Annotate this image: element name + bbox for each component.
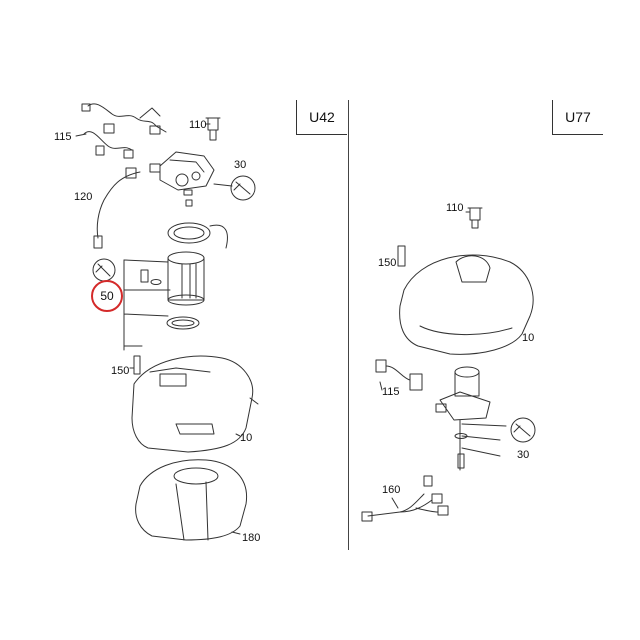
locking-ring[interactable] [167,222,211,244]
label-110-left[interactable]: 110 [189,119,207,131]
label-110-right[interactable]: 110 [446,202,464,214]
fuel-pump[interactable] [167,251,205,306]
cable-120[interactable] [93,167,141,249]
wiring-harness-160[interactable] [361,475,449,522]
label-50: 50 [100,289,114,303]
wrench-symbol-30-right [510,417,536,443]
label-160[interactable]: 160 [382,484,401,496]
fuel-tank-10[interactable] [131,355,259,453]
variant-label-right: U77 [552,100,603,135]
connector-115-right[interactable] [375,359,423,391]
sender-unit-110[interactable] [205,117,221,141]
variant-label-left: U42 [296,100,347,135]
label-115-left[interactable]: 115 [54,131,72,143]
pump-module-top[interactable] [149,151,215,191]
sender-unit-110-right[interactable] [467,207,483,229]
label-120-left[interactable]: 120 [74,191,93,203]
sealing-ring[interactable] [166,316,200,330]
tank-insulation-180[interactable] [135,459,248,541]
wrench-symbol-50 [92,258,116,282]
bolt-and-washer[interactable] [140,269,162,285]
fuel-pump-right[interactable] [435,366,491,421]
wiring-harness-115[interactable] [81,103,167,159]
label-180[interactable]: 180 [242,532,261,544]
highlighted-callout-50[interactable]: 50 [91,280,123,312]
label-150-left[interactable]: 150 [111,365,130,377]
label-30-left[interactable]: 30 [234,159,247,171]
fuel-tank-10-right[interactable] [399,254,534,355]
label-10-right[interactable]: 10 [522,332,535,344]
label-115-right[interactable]: 115 [382,386,400,398]
section-divider [348,100,349,550]
bolt-150[interactable] [133,355,141,375]
label-150-right[interactable]: 150 [378,257,397,269]
wrench-symbol-30 [230,175,256,201]
label-10-left[interactable]: 10 [240,432,253,444]
bolt-150-right[interactable] [397,245,406,267]
label-30-right[interactable]: 30 [517,449,530,461]
